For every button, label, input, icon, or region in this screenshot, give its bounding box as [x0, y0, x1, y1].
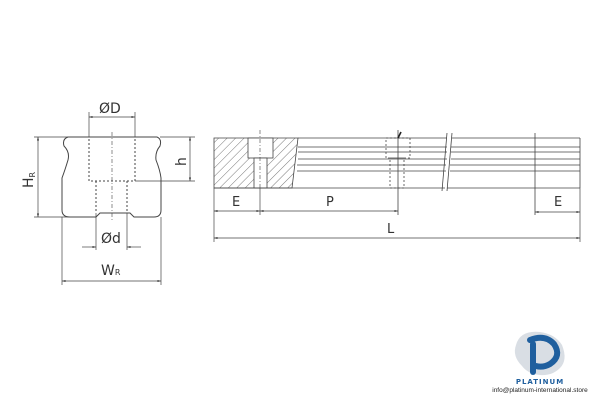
dimension-lines-front [213, 188, 581, 242]
dimension-outer-diameter [88, 112, 136, 137]
label-outer-diameter: ØD [99, 101, 121, 117]
svg-text:HR: HR [21, 171, 37, 188]
rail-cross-section [61, 132, 162, 222]
label-end-left: E [232, 195, 240, 210]
contact-email: info@platinum-international.store [492, 387, 588, 394]
rail-front-view [213, 130, 581, 215]
dimension-counterbore-depth [135, 136, 195, 182]
label-length: L [387, 222, 395, 237]
label-counterbore-depth: h [174, 157, 190, 166]
dimension-inner-diameter [82, 213, 141, 250]
label-rail-height: HR [21, 171, 37, 188]
brand-name: PLATINUM [515, 378, 565, 386]
label-inner-diameter: Ød [101, 231, 121, 247]
rail-profile-outline [61, 136, 162, 218]
platinum-logo-icon [514, 331, 565, 376]
label-rail-width: WR [101, 263, 121, 279]
dimension-rail-height [34, 136, 70, 218]
label-end-right: E [554, 195, 562, 210]
dimension-rail-width [61, 217, 162, 285]
label-pitch: P [326, 195, 334, 210]
